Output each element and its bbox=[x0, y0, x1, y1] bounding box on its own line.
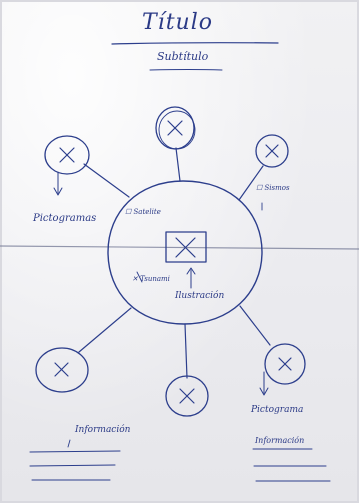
connector-bottom bbox=[184, 323, 188, 379]
connector-upper-right bbox=[238, 165, 264, 201]
connector-top bbox=[175, 147, 181, 182]
center-caption: Ilustración bbox=[175, 291, 225, 301]
info-left-line-1 bbox=[29, 450, 121, 453]
info-left-line-2 bbox=[29, 464, 116, 467]
satellite-top bbox=[155, 106, 196, 150]
small-label-a: ☐ Satelite bbox=[125, 208, 161, 216]
subtitle: Subtítulo bbox=[157, 50, 209, 63]
info-left-arrow bbox=[67, 439, 71, 448]
satellite-upper-right bbox=[255, 134, 289, 211]
central-circle bbox=[107, 180, 263, 325]
info-label-right: Información bbox=[255, 436, 305, 445]
connector-upper-left bbox=[83, 163, 130, 198]
title-underline bbox=[111, 42, 279, 45]
tsunami-arrow bbox=[136, 271, 143, 283]
connector-lower-left bbox=[78, 307, 132, 353]
center-image-placeholder bbox=[165, 231, 207, 263]
satellite-upper-left bbox=[44, 135, 90, 196]
connector-lower-right bbox=[239, 305, 271, 346]
satellite-lower-left bbox=[35, 347, 89, 393]
pictograma-label-left: Pictogramas bbox=[33, 213, 97, 224]
pictograma-label-right: Pictograma bbox=[251, 405, 304, 415]
small-label-c: ✕ Tsunami bbox=[132, 275, 170, 283]
small-label-b: ☐ Sismos bbox=[256, 184, 290, 192]
title: Título bbox=[142, 10, 214, 35]
subtitle-underline bbox=[149, 69, 223, 71]
fold-line bbox=[0, 245, 359, 250]
satellite-bottom bbox=[165, 375, 209, 417]
center-placeholder-cross-b bbox=[175, 237, 196, 258]
center-arrow bbox=[186, 267, 196, 289]
satellite-lower-right bbox=[259, 343, 306, 396]
info-label-left: Información bbox=[75, 425, 131, 435]
